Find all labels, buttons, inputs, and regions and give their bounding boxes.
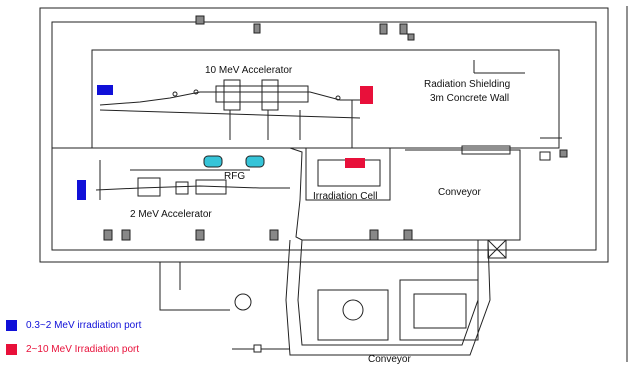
label-2mev-accelerator: 2 MeV Accelerator — [130, 209, 212, 220]
label-rfg: RFG — [224, 171, 246, 182]
label-concrete-wall: 3m Concrete Wall — [430, 93, 510, 104]
label-conveyor-bottom: Conveyor — [368, 354, 411, 365]
label-conveyor: Conveyor — [438, 187, 481, 198]
wall-pillars — [103, 15, 568, 241]
room-10mev — [91, 49, 560, 149]
legend-item-blue: 0.3~2 MeV irradiation port — [6, 320, 141, 331]
annex-wall — [159, 262, 230, 311]
port-red-right — [360, 86, 373, 104]
legend-item-red: 2~10 MeV Irradiation port — [6, 344, 139, 355]
legend-swatch-blue — [6, 320, 17, 331]
inner-shield-wall — [51, 21, 597, 251]
right-box — [539, 151, 551, 161]
conveyor-loop-outer — [285, 239, 491, 356]
port-blue-upper — [97, 85, 113, 95]
beamline-2mev — [95, 160, 290, 200]
rfg-components — [203, 155, 265, 168]
label-radiation-shielding: Radiation Shielding — [424, 79, 511, 90]
label-10mev-accelerator: 10 MeV Accelerator — [205, 65, 293, 76]
legend-label-blue: 0.3~2 MeV irradiation port — [26, 320, 142, 331]
right-panel — [461, 145, 511, 155]
conveyor-room-wall — [289, 147, 521, 241]
outer-shield-wall — [39, 7, 609, 263]
beamline-10mev — [99, 79, 361, 148]
label-irradiation-cell: Irradiation Cell — [313, 191, 378, 202]
lower-room-right — [399, 279, 479, 341]
round-pit — [234, 293, 252, 311]
round-tank — [342, 299, 364, 321]
lower-room-left — [317, 289, 389, 341]
port-blue-lower — [77, 180, 86, 200]
legend-swatch-red — [6, 344, 17, 355]
equipment-box — [413, 293, 467, 329]
irradiation-cell-wall — [305, 148, 391, 201]
leader-box — [253, 344, 262, 353]
port-red-cell — [345, 158, 365, 168]
legend-label-red: 2~10 MeV Irradiation port — [26, 344, 140, 355]
hatched-square — [487, 239, 507, 259]
